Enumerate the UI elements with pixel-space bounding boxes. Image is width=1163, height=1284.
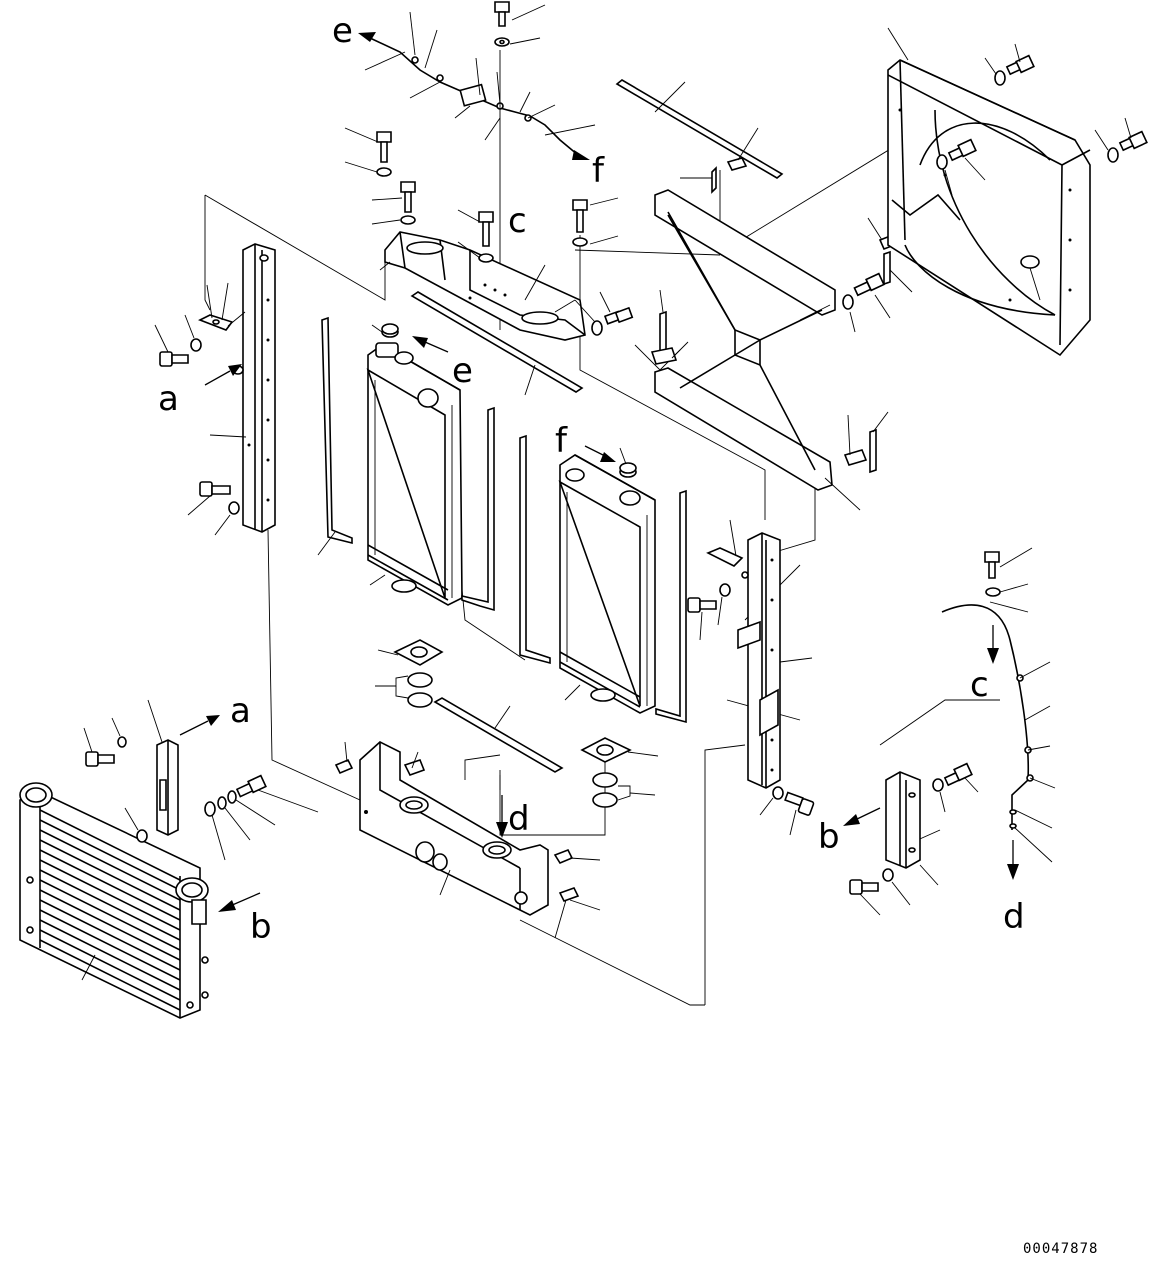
left-support-bracket <box>200 283 245 330</box>
fan-shroud <box>888 28 1090 355</box>
right-bracket-b-arrow <box>843 808 880 826</box>
lower-member-d-arrow <box>496 795 508 838</box>
ref-letter-c-right: c <box>970 665 989 705</box>
right-radiator-core <box>560 455 655 713</box>
bolt-upper-right <box>573 198 618 246</box>
right-cable-d-arrow <box>1007 840 1019 880</box>
left-radiator-e-arrow <box>412 336 448 352</box>
bolt-upper-left-1 <box>345 128 391 176</box>
ref-letter-e-top: e <box>332 11 353 51</box>
ref-letter-c-top: c <box>508 201 527 241</box>
right-bracket-bolt-lower <box>850 869 910 915</box>
aftercooler-b-arrow <box>218 893 260 912</box>
right-cable-assembly <box>942 548 1055 862</box>
left-support-bolt-lower <box>188 482 239 535</box>
lower-small-pads <box>336 742 600 938</box>
shroud-bolt-right <box>1095 118 1147 162</box>
right-support-bracket <box>708 520 742 566</box>
right-vertical-support <box>738 533 812 788</box>
lower-long-seal <box>435 698 562 772</box>
bolt-top-center <box>495 2 545 46</box>
center-vertical-seal-2 <box>520 436 550 663</box>
right-bracket-bolt-upper <box>933 764 978 812</box>
bolt-upper-side <box>575 292 632 335</box>
shroud-frame-pads <box>652 128 912 472</box>
aftercooler-a-arrow <box>180 715 220 735</box>
document-number: 00047878 <box>1023 1241 1098 1257</box>
bolt-upper-left-2 <box>372 182 415 224</box>
ref-letter-b-aftercooler: b <box>250 907 272 947</box>
ref-letter-d-right: d <box>1003 897 1025 937</box>
left-radiator-o-rings <box>375 673 432 707</box>
left-radiator-core <box>368 343 462 605</box>
right-radiator-o-rings <box>593 773 655 807</box>
upper-long-seal <box>412 292 582 395</box>
ref-letter-d-lower: d <box>508 799 530 839</box>
right-radiator-lower-gasket <box>582 738 658 762</box>
ref-letter-f-top: f <box>592 151 605 191</box>
bolt-upper-center <box>458 210 493 262</box>
shroud-frame-bolt <box>843 274 890 332</box>
upper-cross-member <box>380 232 585 340</box>
shroud-frame-top-seal <box>617 80 782 178</box>
left-radiator-lower-gasket <box>378 640 442 665</box>
radiator-cap-left <box>372 324 398 337</box>
left-vertical-support <box>210 244 275 532</box>
aftercooler-left-bracket <box>148 700 178 835</box>
left-support-bolt-upper <box>155 315 201 366</box>
aftercooler-bolt-upper <box>84 718 126 766</box>
ref-letter-a-aftercooler: a <box>230 691 251 731</box>
right-lower-bracket <box>886 772 938 885</box>
radiator-cap-right <box>620 448 636 477</box>
shroud-inner-bolt <box>937 140 985 195</box>
left-radiator-side-seal <box>318 318 352 555</box>
right-cable-c-arrow <box>987 625 999 664</box>
upper-cable-assembly <box>358 12 595 330</box>
aftercooler-bolt-right <box>205 776 318 860</box>
shroud-bolt-top <box>985 44 1034 85</box>
ref-letter-e-radiator: e <box>452 351 473 391</box>
ref-letter-b-right: b <box>818 817 840 857</box>
right-radiator-side-seal <box>656 491 686 722</box>
lower-cross-member <box>360 742 548 915</box>
reference-letters: e f c a e f a d b b c d <box>158 11 1025 947</box>
aftercooler-washer <box>125 808 147 842</box>
ref-letter-a-left: a <box>158 379 179 419</box>
right-support-bolt-lower <box>760 787 814 835</box>
left-support-a-arrow <box>205 364 242 385</box>
center-vertical-seal-1 <box>462 408 494 610</box>
aftercooler-core <box>20 783 208 1018</box>
ref-letter-f-radiator: f <box>555 421 568 461</box>
right-radiator-f-arrow <box>585 446 616 462</box>
right-support-bolt-upper <box>688 572 748 640</box>
shroud-support-frame <box>655 190 860 510</box>
